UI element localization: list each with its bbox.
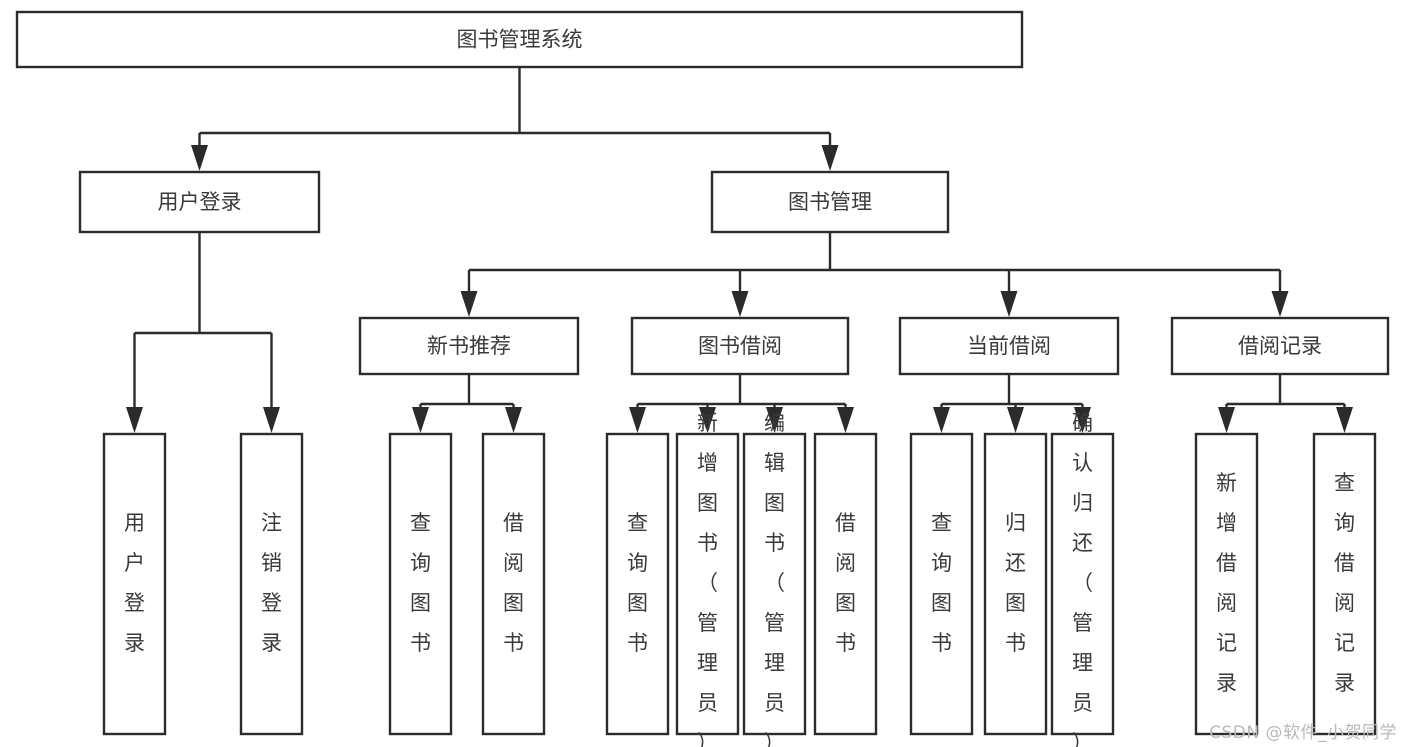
arrow-head-icon [821,145,839,171]
arrow-head-icon [1074,407,1091,433]
node-label: 借阅图书 [503,511,524,655]
connector-group-borrow [629,374,854,433]
arrow-head-icon [629,407,646,433]
connector-layer [126,67,1353,433]
node-box [909,432,974,736]
node-label: 查询图书 [931,511,952,655]
node-label: 用户登录 [124,511,145,655]
node-leaf8[interactable]: 借阅图书 [813,432,878,736]
node-box [1170,316,1390,376]
node-box [481,432,546,736]
connector-group-root [191,67,839,171]
node-label: 新增借阅记录 [1216,471,1237,695]
node-box [239,432,304,736]
node-box [813,432,878,736]
node-label: 图书管理系统 [457,28,583,52]
node-box [102,432,167,736]
arrow-head-icon [837,407,854,433]
connector-group-newbook [412,374,522,433]
node-leaf2[interactable]: 注销登录 [239,432,304,736]
arrow-head-icon [1271,291,1289,317]
node-leaf7[interactable]: 编辑图书（管理员） [742,411,807,747]
node-newbook[interactable]: 新书推荐 [358,316,580,376]
node-label: 确认归还（管理员） [1072,411,1093,747]
node-label: 查询借阅记录 [1334,471,1355,695]
node-label: 用户登录 [158,190,242,214]
connector-group-current [933,374,1091,433]
node-label: 图书借阅 [698,334,782,358]
arrow-head-icon [1218,407,1235,433]
connector-group-bookmgr [460,232,1289,317]
node-leaf12[interactable]: 新增借阅记录 [1194,432,1259,736]
node-box [710,170,950,234]
node-leaf5[interactable]: 查询图书 [605,432,670,736]
node-box [388,432,453,736]
node-box [78,170,321,234]
node-box [605,432,670,736]
node-box [1194,432,1259,736]
node-label: 图书管理 [788,190,872,214]
arrow-head-icon [1336,407,1353,433]
node-box [15,10,1024,69]
node-leaf11[interactable]: 确认归还（管理员） [1050,411,1115,747]
arrow-head-icon [933,407,950,433]
arrow-head-icon [731,291,749,317]
node-leaf10[interactable]: 归还图书 [983,432,1048,736]
arrow-head-icon [699,407,716,433]
arrow-head-icon [191,145,208,171]
node-leaf3[interactable]: 查询图书 [388,432,453,736]
arrow-head-icon [766,407,783,433]
arrow-head-icon [412,407,429,433]
arrow-head-icon [126,407,143,433]
node-leaf6[interactable]: 新增图书（管理员） [675,411,740,747]
node-current[interactable]: 当前借阅 [898,316,1120,376]
node-record[interactable]: 借阅记录 [1170,316,1390,376]
node-box [898,316,1120,376]
node-bookmgr[interactable]: 图书管理 [710,170,950,234]
node-label: 归还图书 [1005,511,1026,655]
node-box [358,316,580,376]
node-login[interactable]: 用户登录 [78,170,321,234]
node-label: 当前借阅 [967,334,1051,358]
node-label: 编辑图书（管理员） [764,411,785,747]
node-label: 新书推荐 [427,334,511,358]
node-label: 新增图书（管理员） [697,411,718,747]
arrow-head-icon [1007,407,1024,433]
connector-group-login [126,232,280,433]
node-borrow[interactable]: 图书借阅 [630,316,850,376]
node-box [1312,432,1377,736]
node-label: 注销登录 [261,511,282,655]
node-label: 借阅图书 [835,511,856,655]
node-box [675,432,740,736]
connector-group-record [1218,374,1353,433]
arrow-head-icon [460,291,478,317]
node-box [742,432,807,736]
arrow-head-icon [505,407,522,433]
node-box [630,316,850,376]
arrow-head-icon [263,407,280,433]
node-layer: 图书管理系统用户登录图书管理新书推荐图书借阅当前借阅借阅记录用户登录注销登录查询… [15,10,1390,747]
node-label: 查询图书 [410,511,431,655]
node-leaf13[interactable]: 查询借阅记录 [1312,432,1377,736]
arrow-head-icon [1000,291,1018,317]
node-leaf1[interactable]: 用户登录 [102,432,167,736]
node-label: 查询图书 [627,511,648,655]
node-box [983,432,1048,736]
node-leaf9[interactable]: 查询图书 [909,432,974,736]
node-label: 借阅记录 [1238,334,1322,358]
node-root[interactable]: 图书管理系统 [15,10,1024,69]
node-leaf4[interactable]: 借阅图书 [481,432,546,736]
node-box [1050,432,1115,736]
